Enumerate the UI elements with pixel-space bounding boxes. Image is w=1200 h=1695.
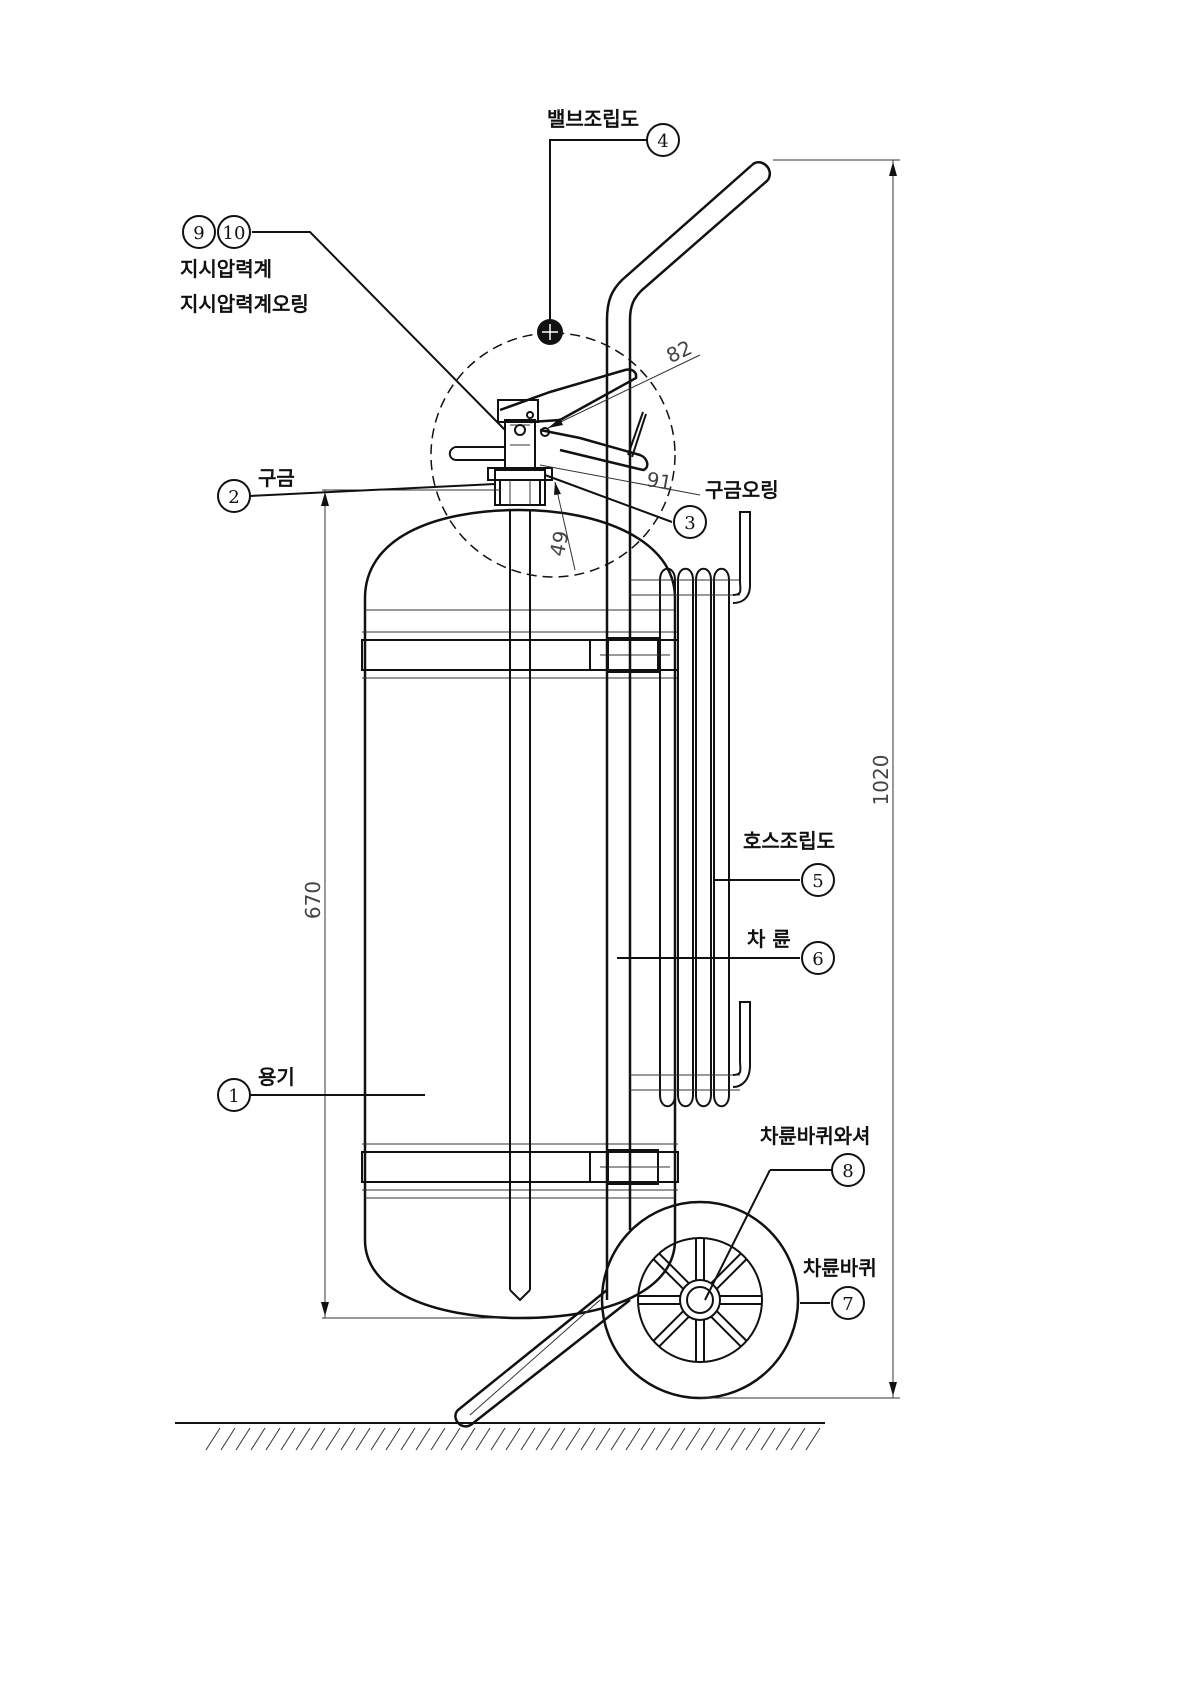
dimension-lines: [321, 159, 900, 1399]
callout-8: 8: [831, 1153, 865, 1187]
label-nozzle-fitting: 구금: [258, 466, 295, 490]
callout-number: 5: [812, 871, 823, 892]
valve-detail-circle: [430, 332, 676, 578]
callout-3: 3: [673, 505, 707, 539]
callout-number: 1: [228, 1086, 239, 1107]
callout-number: 4: [657, 131, 668, 152]
dimension-valve-angle: 91: [645, 467, 674, 495]
callout-number: 7: [842, 1294, 853, 1315]
callout-6: 6: [801, 941, 835, 975]
label-valve-assembly: 밸브조립도: [547, 107, 639, 131]
label-pressure-gauge: 지시압력계: [180, 257, 272, 281]
callout-4: 4: [646, 123, 680, 157]
label-container: 용기: [258, 1065, 295, 1089]
dimension-total-height: 1020: [869, 755, 893, 806]
callout-number: 3: [684, 513, 695, 534]
callout-2: 2: [217, 479, 251, 513]
label-cart: 차 륜: [747, 927, 791, 951]
dimension-valve-length: 82: [662, 335, 695, 368]
cart-frame: [454, 161, 771, 1428]
callout-number: 9: [193, 223, 204, 244]
label-hose-assembly: 호스조립도: [743, 829, 835, 853]
hose-coil: [630, 511, 751, 1108]
leader-lines: [249, 139, 833, 1304]
callout-number: 8: [842, 1161, 853, 1182]
callout-number: 2: [228, 487, 239, 508]
dimension-container-height: 670: [301, 881, 325, 919]
wheel: [600, 1200, 800, 1400]
ground: [175, 1422, 825, 1451]
dimension-valve-depth: 49: [545, 529, 574, 559]
callout-1: 1: [217, 1078, 251, 1112]
callout-10: 10: [217, 215, 251, 249]
callout-number: 6: [812, 949, 823, 970]
label-nozzle-oring: 구금오링: [705, 478, 779, 502]
callout-number: 10: [223, 223, 246, 244]
label-wheel: 차륜바퀴: [803, 1256, 877, 1280]
callout-9: 9: [182, 215, 216, 249]
callout-5: 5: [801, 863, 835, 897]
callout-7: 7: [831, 1286, 865, 1320]
label-wheel-washer: 차륜바퀴와셔: [760, 1124, 870, 1148]
label-pressure-gauge-oring: 지시압력계오링: [180, 292, 309, 316]
